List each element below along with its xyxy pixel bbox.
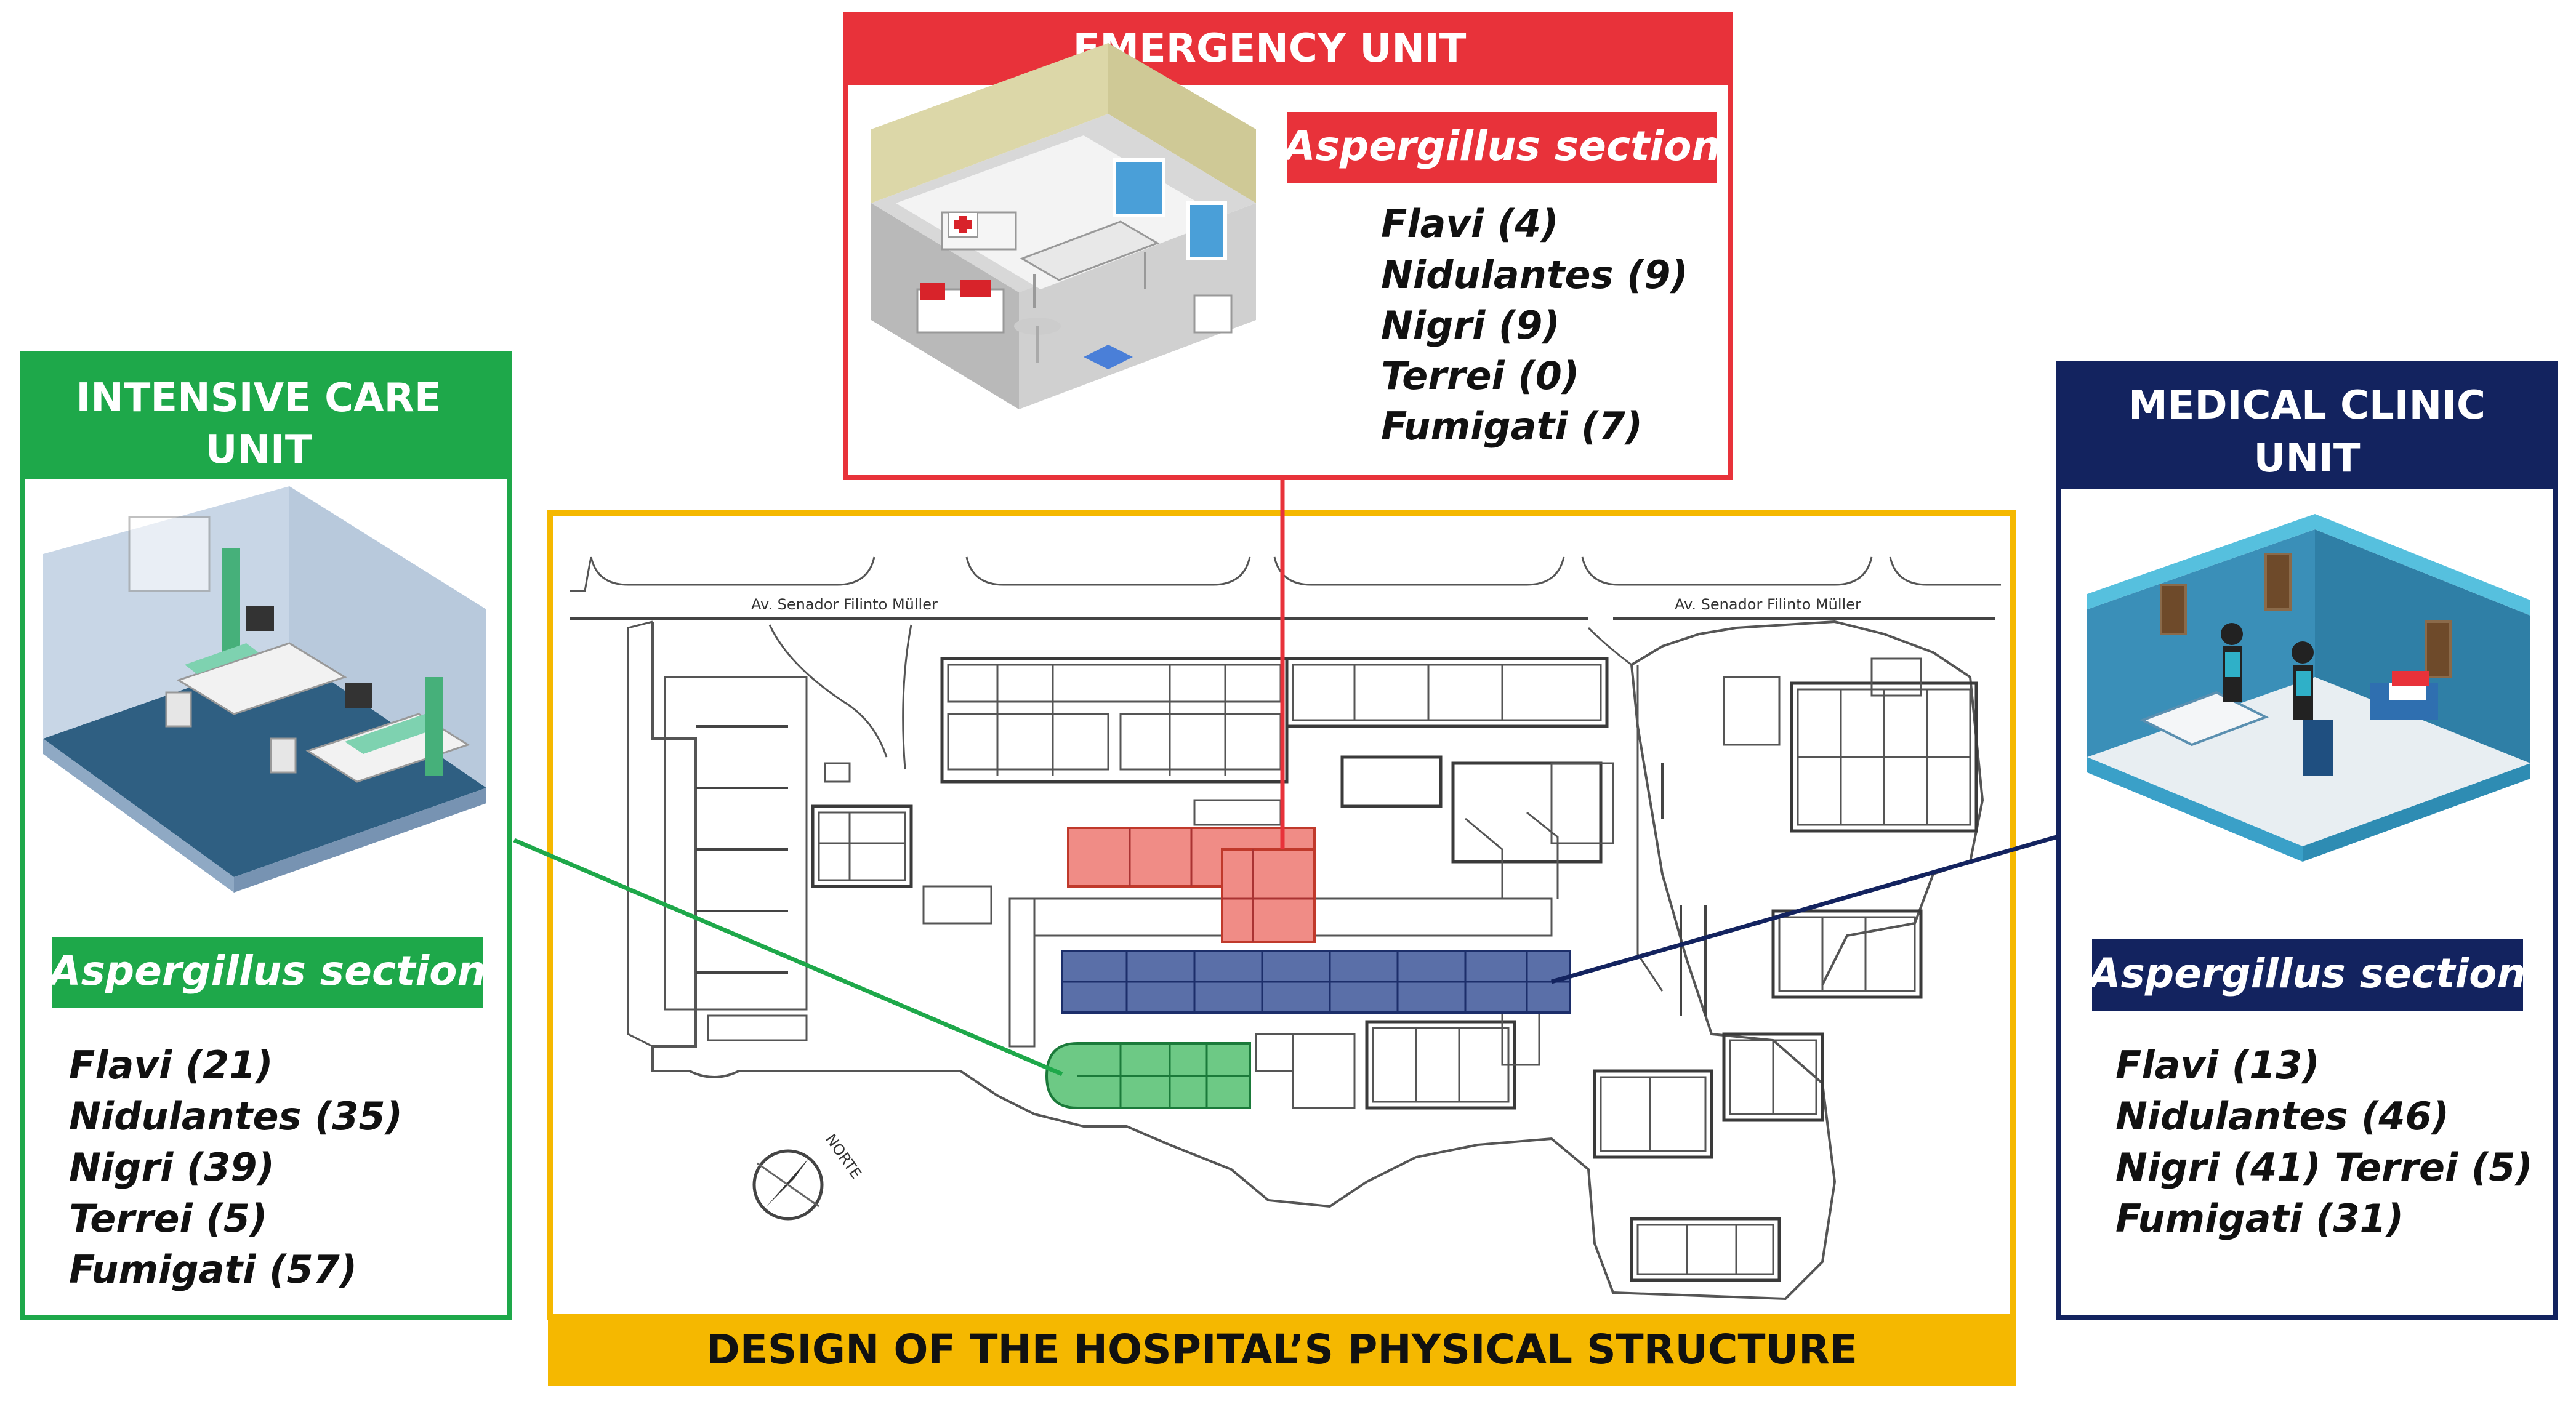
compass-icon	[752, 1149, 824, 1221]
icu-room-illustration	[43, 486, 486, 893]
icu-species-2: Nidulantes (35)	[69, 1094, 403, 1139]
parking-lot	[664, 676, 851, 1041]
clinic-species-4: Fumigati (31)	[2115, 1196, 2404, 1241]
intensive-care-zone	[1045, 1042, 1251, 1109]
street-label-left: Av. Senador Filinto Müller	[751, 596, 938, 613]
clinic-title-line2: UNIT	[2254, 436, 2361, 481]
clinic-species-3: Nigri (41) Terrei (5)	[2115, 1145, 2533, 1190]
building-west	[811, 804, 992, 925]
icu-title-line2: UNIT	[206, 427, 312, 473]
icu-species-4: Terrei (5)	[69, 1196, 267, 1241]
clinic-room-illustration	[2087, 514, 2530, 862]
building-north	[940, 657, 1614, 899]
emergency-section-label: Aspergillus section	[1281, 122, 1721, 170]
emergency-species-1: Flavi (4)	[1381, 201, 1559, 246]
emergency-unit-panel: EMERGENCY UNIT Asper	[843, 12, 1733, 480]
emergency-species-3: Nigri (9)	[1381, 303, 1560, 348]
clinic-connector	[1551, 835, 2057, 984]
emergency-zone	[1067, 827, 1316, 943]
street-label-right: Av. Senador Filinto Müller	[1675, 596, 1861, 613]
emergency-species-2: Nidulantes (9)	[1381, 252, 1688, 297]
site-outline	[627, 620, 1984, 1301]
street-lines	[570, 556, 2001, 620]
building-east	[1593, 657, 1978, 1282]
clinic-species-2: Nidulantes (46)	[2115, 1094, 2449, 1139]
icu-section-label: Aspergillus section	[47, 947, 486, 995]
icu-title-line1: INTENSIVE CARE	[76, 375, 441, 421]
icu-panel: INTENSIVE CARE UNIT Aspergillus section …	[20, 351, 512, 1320]
medical-clinic-zone	[1061, 950, 1571, 1014]
emergency-species-4: Terrei (0)	[1381, 353, 1579, 398]
clinic-section-label: Aspergillus section	[2087, 950, 2526, 997]
clinic-species-1: Flavi (13)	[2115, 1043, 2320, 1088]
emergency-room-illustration	[871, 43, 1256, 409]
clinic-title-line1: MEDICAL CLINIC	[2128, 383, 2485, 428]
hospital-title: DESIGN OF THE HOSPITAL’S PHYSICAL STRUCT…	[706, 1326, 1858, 1373]
emergency-species-5: Fumigati (7)	[1381, 404, 1643, 449]
icu-species-1: Flavi (21)	[69, 1043, 273, 1088]
icu-species-5: Fumigati (57)	[69, 1247, 357, 1292]
icu-species-3: Nigri (39)	[69, 1145, 275, 1190]
clinic-panel: MEDICAL CLINIC UNIT Aspergillus sec	[2056, 361, 2558, 1320]
icu-connector	[513, 838, 1063, 1077]
